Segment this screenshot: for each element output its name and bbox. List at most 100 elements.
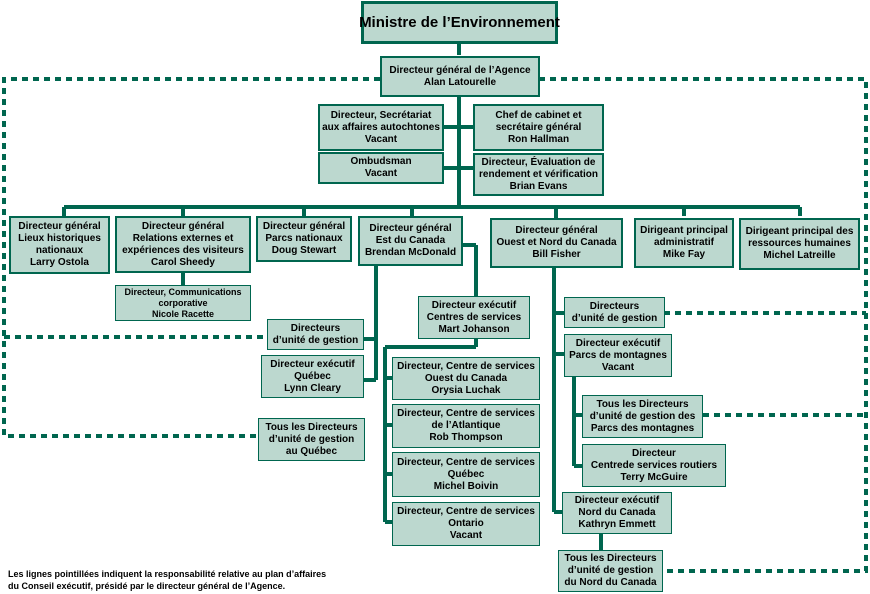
node-title: Directeur, Centre de services (397, 506, 535, 517)
node-title: Centrede services routiers (590, 459, 718, 471)
node-title: corporative (158, 297, 208, 308)
footnote-line: du Conseil exécutif, présidé par le dire… (8, 581, 286, 591)
node-national-parks[interactable]: Directeur général Parcs nationaux Doug S… (256, 216, 352, 262)
node-person: Vacant (601, 361, 635, 373)
node-title: Directeur général (18, 221, 101, 232)
node-title: aux affaires autochtones (322, 121, 440, 133)
node-title: secrétaire général (495, 121, 582, 133)
node-title: d’unité de gestion des (589, 410, 696, 422)
node-title: Lieux historiques (18, 233, 101, 244)
node-title: Tous les Directeurs (596, 398, 689, 410)
dashed-left-outer (2, 77, 380, 438)
node-sc-western-canada[interactable]: Directeur, Centre de services Ouest du C… (392, 357, 540, 400)
node-title: Directeur, Secrétariat (330, 109, 432, 121)
node-person: Vacant (364, 168, 398, 179)
node-person: Vacant (364, 133, 398, 145)
node-evaluation[interactable]: Directeur, Évaluation de rendement et vé… (473, 153, 604, 196)
node-east-field-unit-directors[interactable]: Directeurs d’unité de gestion (267, 319, 364, 350)
node-person: Carol Sheedy (151, 256, 215, 268)
node-quebec-all-field-units[interactable]: Tous les Directeurs d’unité de gestion a… (258, 418, 365, 461)
node-ombudsman[interactable]: Ombudsman Vacant (318, 152, 444, 184)
node-person: Brendan McDonald (364, 247, 457, 258)
node-mountain-parks-exec[interactable]: Directeur exécutif Parcs de montagnes Va… (564, 334, 672, 377)
node-quebec-exec[interactable]: Directeur exécutif Québec Lynn Cleary (261, 355, 364, 398)
node-title: de l’Atlantique (431, 420, 501, 431)
node-title: Directeur général (515, 225, 598, 236)
node-person: Mart Johanson (438, 323, 510, 335)
node-title: Directeur général (262, 221, 346, 232)
node-sc-ontario[interactable]: Directeur, Centre de services Ontario Va… (392, 502, 540, 546)
node-person: Orysia Luchak (431, 384, 501, 396)
node-title: Tous les Directeurs (564, 553, 657, 564)
node-title: Nord du Canada (578, 507, 656, 518)
node-title: Est du Canada (375, 235, 446, 246)
node-title: Québec (447, 468, 485, 480)
node-title: Directeur, Centre de services (397, 456, 535, 468)
node-person: Lynn Cleary (284, 382, 341, 394)
node-title: Directeurs (290, 322, 341, 334)
node-person: Brian Evans (509, 180, 568, 192)
node-title: administratif (653, 237, 714, 248)
node-title: Québec (294, 370, 331, 382)
node-cao[interactable]: Dirigeant principal administratif Mike F… (634, 218, 734, 268)
footnote-line: Les lignes pointillées indiquent la resp… (8, 569, 327, 579)
node-external-relations[interactable]: Directeur général Relations externes et … (115, 216, 251, 273)
node-title: Dirigeant principal (640, 225, 728, 236)
node-person: Vacant (449, 530, 483, 541)
node-person: Michel Boivin (433, 480, 499, 492)
node-person: Mike Fay (662, 249, 706, 260)
node-title: Dirigeant principal des (745, 226, 854, 237)
node-person: Rob Thompson (429, 432, 503, 443)
node-title: Directeurs (589, 300, 640, 312)
node-highway-services[interactable]: Directeur Centrede services routiers Ter… (582, 444, 726, 487)
node-title: d’unité de gestion (268, 433, 355, 445)
node-title: Directeur exécutif (431, 299, 517, 311)
node-historic-sites[interactable]: Directeur général Lieux historiques nati… (9, 216, 110, 274)
node-title: du Nord du Canada (564, 577, 657, 588)
node-title: Chef de cabinet et (495, 109, 582, 121)
node-title: Directeur (632, 447, 676, 459)
node-title: Directeur, Évaluation de (481, 156, 596, 168)
node-title: Directeur général de l’Agence (389, 64, 531, 76)
node-chief-of-staff[interactable]: Chef de cabinet et secrétaire général Ro… (473, 104, 604, 151)
node-title: Directeur, Centre de services (397, 360, 535, 372)
node-person: Michel Latreille (763, 250, 836, 261)
node-title: Parcs de montagnes (569, 349, 667, 361)
node-northern-canada-exec[interactable]: Directeur exécutif Nord du Canada Kathry… (562, 492, 672, 534)
node-north-all-field-units[interactable]: Tous les Directeurs d’unité de gestion d… (558, 550, 663, 592)
node-title: Relations externes et (132, 232, 234, 244)
node-mountain-all-field-units[interactable]: Tous les Directeurs d’unité de gestion d… (582, 395, 703, 438)
node-title: d’unité de gestion (272, 334, 359, 346)
node-title: Directeur, Centre de services (397, 408, 535, 419)
node-title: Directeur, Communications (124, 286, 242, 297)
node-title: d’unité de gestion (567, 565, 654, 576)
node-western-northern-canada[interactable]: Directeur général Ouest et Nord du Canad… (490, 218, 623, 268)
node-minister[interactable]: Ministre de l’Environnement (359, 1, 560, 44)
node-aboriginal-secretariat[interactable]: Directeur, Secrétariat aux affaires auto… (318, 104, 444, 151)
reporting-lines (62, 43, 802, 550)
node-title: Ouest et Nord du Canada (496, 237, 617, 248)
node-person: Alan Latourelle (423, 76, 497, 88)
node-sc-atlantic[interactable]: Directeur, Centre de services de l’Atlan… (392, 404, 540, 448)
footnote: Les lignes pointillées indiquent la resp… (8, 568, 326, 592)
node-title: Ministre de l’Environnement (359, 14, 560, 31)
node-title: Parcs nationaux (265, 233, 343, 244)
node-title: Ombudsman (350, 156, 412, 167)
node-person: Ron Hallman (507, 133, 570, 145)
node-title: expériences des visiteurs (122, 244, 244, 256)
node-title: Ouest du Canada (424, 372, 508, 384)
node-title: Directeur général (141, 220, 225, 232)
node-west-field-unit-directors[interactable]: Directeurs d’unité de gestion (564, 297, 665, 328)
node-service-centres-exec[interactable]: Directeur exécutif Centres de services M… (418, 296, 530, 339)
node-human-resources[interactable]: Dirigeant principal des ressources humai… (739, 218, 860, 270)
node-sc-quebec[interactable]: Directeur, Centre de services Québec Mic… (392, 452, 540, 497)
node-person: Bill Fisher (532, 249, 581, 260)
node-communications[interactable]: Directeur, Communications corporative Ni… (115, 285, 251, 321)
node-title: nationaux (35, 245, 84, 256)
node-eastern-canada[interactable]: Directeur général Est du Canada Brendan … (358, 216, 463, 266)
node-title: rendement et vérification (479, 168, 598, 180)
node-ceo[interactable]: Directeur général de l’Agence Alan Latou… (380, 56, 540, 97)
node-title: ressources humaines (748, 238, 851, 249)
node-title: Directeur exécutif (575, 337, 661, 349)
